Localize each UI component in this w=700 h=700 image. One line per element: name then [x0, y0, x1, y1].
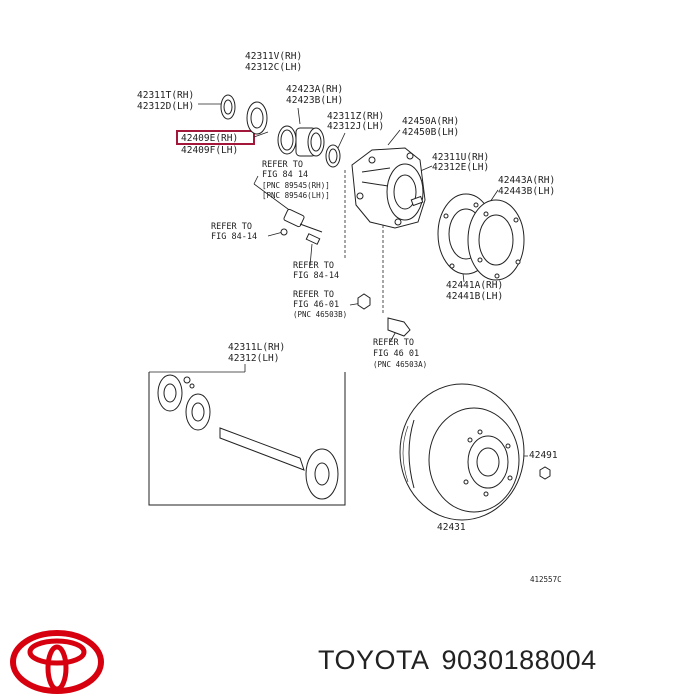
label-42311l[interactable]: 42311L(RH) [228, 342, 285, 353]
toyota-logo [10, 630, 104, 694]
brand-footer: TOYOTA 9030188004 [318, 645, 609, 676]
hub-bolt[interactable] [387, 317, 411, 337]
reference-notes: REFER TO FIG 84 14 [PNC 89545(RH)] [PNC … [211, 160, 427, 369]
abs-sensor[interactable] [283, 208, 305, 228]
label-42409f[interactable]: 42409F(LH) [181, 145, 238, 156]
label-42431[interactable]: 42431 [437, 522, 466, 533]
axle-shaft[interactable] [219, 427, 305, 471]
ref-note-1-line1: REFER TO [262, 160, 303, 170]
ref-note-2-line1: REFER TO [211, 222, 252, 232]
axle-hub[interactable] [351, 147, 426, 229]
label-42443b[interactable]: 42443B(LH) [498, 186, 555, 197]
label-42443a[interactable]: 42443A(RH) [498, 175, 555, 186]
label-42423a[interactable]: 42423A(RH) [286, 84, 343, 95]
label-42423b[interactable]: 42423B(LH) [286, 95, 343, 106]
ref-note-3-line2: FIG 84-14 [293, 271, 339, 281]
label-42409e[interactable]: 42409E(RH) [181, 133, 238, 144]
rotor-screw[interactable] [539, 466, 551, 480]
ref-note-5-line2: FIG 46 01 [373, 349, 419, 359]
label-42312c[interactable]: 42312C(LH) [245, 62, 302, 73]
brake-rotor[interactable] [399, 383, 525, 521]
ref-note-1-line4: [PNC 89546(LH)] [262, 191, 330, 200]
ref-note-1-line2: FIG 84 14 [262, 170, 308, 180]
ref-note-5-line3: (PNC 46503A) [373, 360, 427, 369]
label-42312[interactable]: 42312(LH) [228, 353, 279, 364]
label-42312j[interactable]: 42312J(LH) [327, 121, 384, 132]
part-number: 9030188004 [441, 645, 597, 675]
label-42450b[interactable]: 42450B(LH) [402, 127, 459, 138]
ref-note-4-line3: (PNC 46503B) [293, 310, 347, 319]
ref-note-1-line3: [PNC 89545(RH)] [262, 181, 330, 190]
label-42491[interactable]: 42491 [529, 450, 558, 461]
ref-note-4-line2: FIG 46-01 [293, 300, 339, 310]
label-42311v[interactable]: 42311V(RH) [245, 51, 302, 62]
highlight-box [176, 130, 255, 145]
ref-note-4-line1: REFER TO [293, 290, 334, 300]
label-42312e[interactable]: 42312E(LH) [432, 162, 489, 173]
label-42312d[interactable]: 42312D(LH) [137, 101, 194, 112]
axle-shaft-group [148, 371, 346, 506]
label-42311z[interactable]: 42311Z(RH) [327, 111, 384, 122]
figure-code: 412557C [530, 575, 562, 584]
ref-note-3-line1: REFER TO [293, 261, 334, 271]
label-42450a[interactable]: 42450A(RH) [402, 116, 459, 127]
sensor-parts [280, 208, 551, 480]
label-42311t[interactable]: 42311T(RH) [137, 90, 194, 101]
brand-name: TOYOTA [318, 645, 430, 675]
hub-nut[interactable] [357, 293, 371, 310]
ref-note-5-line1: REFER TO [373, 338, 414, 348]
gasket-group [410, 193, 525, 281]
label-42311u[interactable]: 42311U(RH) [432, 152, 489, 163]
label-42441a[interactable]: 42441A(RH) [446, 280, 503, 291]
label-42441b[interactable]: 42441B(LH) [446, 291, 503, 302]
ref-note-2-line2: FIG 84-14 [211, 232, 257, 242]
part-labels: 42311V(RH) 42312C(LH) 42311T(RH) 42312D(… [137, 51, 562, 584]
seal-group [220, 94, 341, 168]
